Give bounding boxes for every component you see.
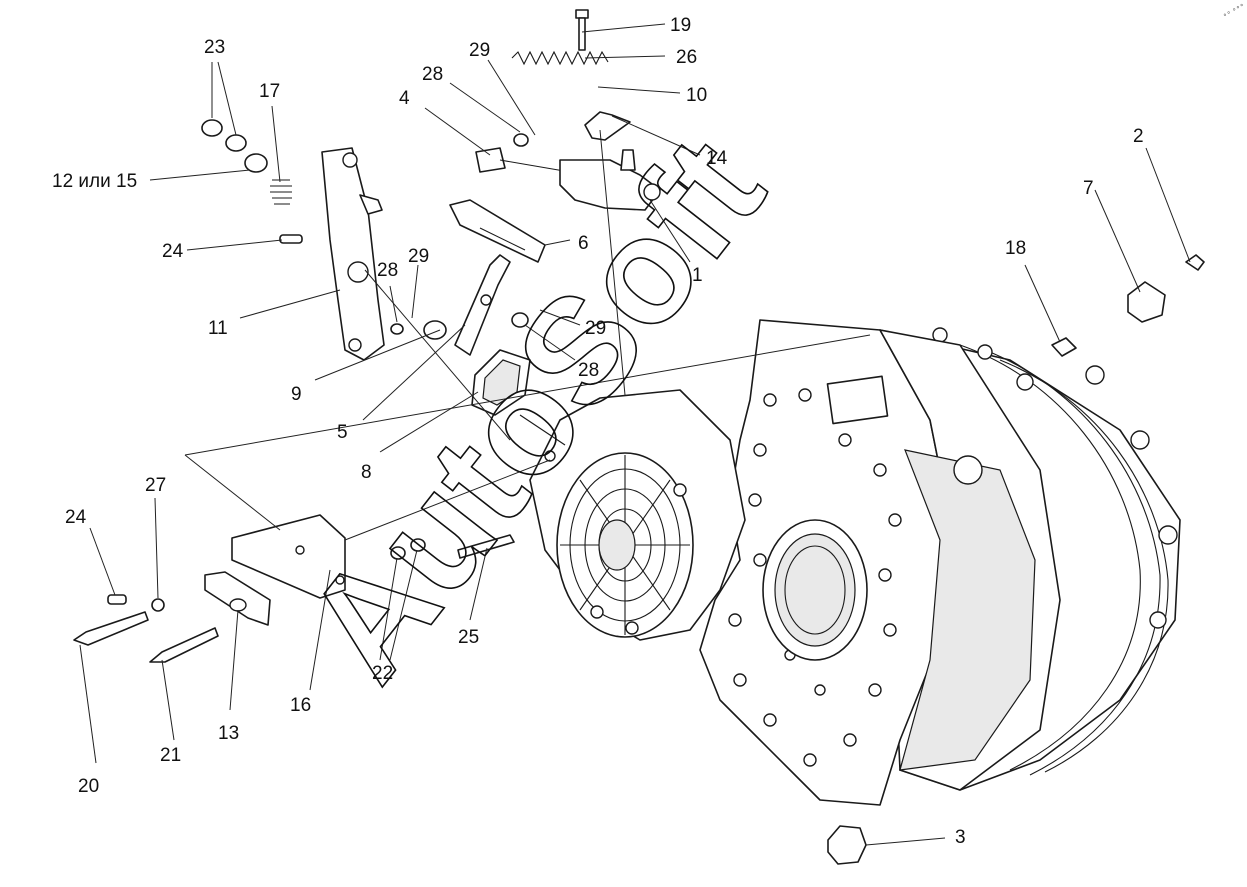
callout-7: 7 [1083, 178, 1094, 199]
pump-unit [519, 389, 746, 641]
callout-17: 17 [259, 81, 280, 102]
callout-10: 10 [686, 85, 707, 106]
callout-23: 23 [204, 37, 225, 58]
callout-2: 2 [1133, 126, 1144, 147]
callout-24-upper: 24 [162, 241, 184, 262]
leader-lines [79, 23, 1191, 846]
callout-19: 19 [670, 15, 691, 36]
callout-24-lower: 24 [65, 507, 87, 528]
callout-14: 14 [706, 148, 728, 169]
callout-labels: 1 2 3 4 5 6 7 8 9 10 11 12 или 15 13 14 … [52, 15, 1144, 848]
callout-12-or-15: 12 или 15 [52, 171, 137, 192]
callout-20: 20 [78, 776, 99, 797]
callout-29-mid: 29 [408, 246, 429, 267]
callout-27: 27 [145, 475, 166, 496]
corner-mark: ∘∘ ∘∘∘ [1222, 1, 1246, 19]
callout-9: 9 [291, 384, 302, 405]
callout-26: 26 [676, 47, 697, 68]
callout-6: 6 [578, 233, 589, 254]
callout-13: 13 [218, 723, 239, 744]
callout-25: 25 [458, 627, 479, 648]
callout-28-right: 28 [578, 360, 599, 381]
callout-8: 8 [361, 462, 372, 483]
callout-16: 16 [290, 695, 311, 716]
callout-28-mid: 28 [377, 260, 398, 281]
callout-4: 4 [399, 88, 410, 109]
callout-29-top: 29 [469, 40, 490, 61]
callout-28-top: 28 [422, 64, 443, 85]
callout-18: 18 [1005, 238, 1026, 259]
main-housing [699, 319, 1181, 806]
callout-3: 3 [955, 827, 966, 848]
callout-1: 1 [692, 265, 703, 286]
callout-29-right: 29 [585, 318, 606, 339]
callout-22: 22 [372, 663, 393, 684]
callout-21: 21 [160, 745, 181, 766]
callout-5: 5 [337, 422, 348, 443]
callout-11: 11 [208, 318, 228, 339]
